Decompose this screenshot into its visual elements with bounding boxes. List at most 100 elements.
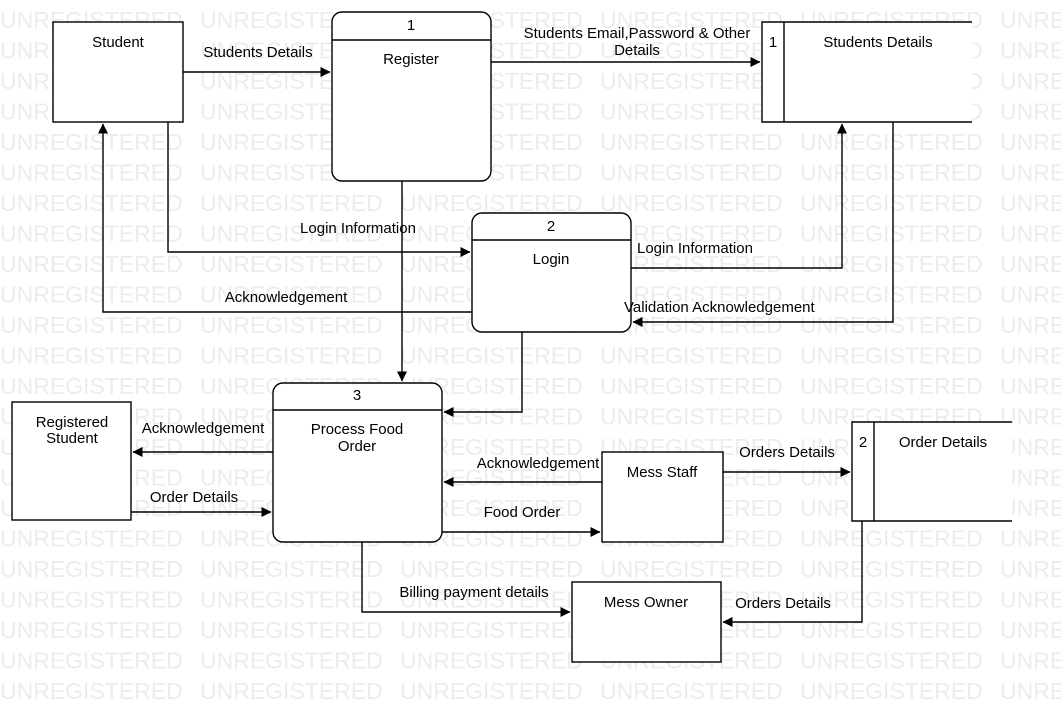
watermark-text: UNREGISTERED xyxy=(200,190,383,216)
watermark-text: UNREGISTERED xyxy=(200,648,383,674)
watermark-text: UNREGISTERED xyxy=(0,129,183,155)
watermark-text: UNREGISTERED xyxy=(400,190,583,216)
watermark-text: UNREGISTERED xyxy=(600,160,783,186)
entity-registered-student[interactable]: Registered Student xyxy=(11,401,132,521)
entity-mess-staff-label: Mess Staff xyxy=(627,464,698,481)
watermark-text: UNREGISTERED xyxy=(800,526,983,552)
watermark-text: UNREGISTERED xyxy=(600,343,783,369)
flow-staff-to-order-store-label: Orders Details xyxy=(739,444,835,461)
watermark-text: UNREGISTERED xyxy=(200,282,383,308)
watermark-text: UNREGISTERED xyxy=(0,648,183,674)
watermark-text: UNREGISTERED xyxy=(800,587,983,613)
watermark-text: UNREGISTERED xyxy=(200,587,383,613)
watermark-text: UNREGISTERED xyxy=(1000,7,1061,33)
watermark-text: UNREGISTERED xyxy=(0,343,183,369)
flow-store-to-login-label: Validation Acknowledgement xyxy=(624,299,816,316)
flow-register-to-store-label-line2: Details xyxy=(614,42,660,59)
watermark-text: UNREGISTERED xyxy=(1000,99,1061,125)
watermark-text: UNREGISTERED xyxy=(600,190,783,216)
datastore-order-details-label: Order Details xyxy=(899,434,987,451)
watermark-text: UNREGISTERED xyxy=(200,221,383,247)
entity-mess-owner[interactable]: Mess Owner xyxy=(571,581,722,663)
flow-process-to-registered-student[interactable]: Acknowledgement xyxy=(132,420,273,457)
datastore-students-details-id: 1 xyxy=(769,34,777,51)
flow-student-to-login-label: Login Information xyxy=(300,220,416,237)
watermark-text: UNREGISTERED xyxy=(1000,373,1061,399)
watermark-text: UNREGISTERED xyxy=(600,678,783,704)
watermark-text: UNREGISTERED xyxy=(800,190,983,216)
watermark-text: UNREGISTERED xyxy=(1000,526,1061,552)
watermark-text: UNREGISTERED xyxy=(200,617,383,643)
watermark-text: UNREGISTERED xyxy=(0,221,183,247)
flow-process-to-registered-label: Acknowledgement xyxy=(142,420,265,437)
watermark-text: UNREGISTERED xyxy=(400,587,583,613)
datastore-order-details[interactable]: 2 Order Details xyxy=(851,421,1012,522)
watermark-text: UNREGISTERED xyxy=(0,282,183,308)
flow-staff-to-process-label: Acknowledgement xyxy=(477,455,600,472)
watermark-text: UNREGISTERED xyxy=(1000,221,1061,247)
watermark-text: UNREGISTERED xyxy=(400,343,583,369)
watermark-text: UNREGISTERED xyxy=(200,556,383,582)
flow-process-to-mess-staff[interactable]: Food Order xyxy=(442,504,601,537)
watermark-text: UNREGISTERED xyxy=(0,160,183,186)
watermark-text: UNREGISTERED xyxy=(1000,587,1061,613)
process-register[interactable]: 1 Register xyxy=(331,11,492,182)
watermark-text: UNREGISTERED xyxy=(400,617,583,643)
watermark-text: UNREGISTERED xyxy=(200,343,383,369)
process-food-order-label-line2: Order xyxy=(338,438,376,455)
watermark-text: UNREGISTERED xyxy=(1000,678,1061,704)
flow-order-store-to-owner-label: Orders Details xyxy=(735,595,831,612)
watermark-text: UNREGISTERED xyxy=(200,678,383,704)
watermark-text: UNREGISTERED xyxy=(1000,343,1061,369)
watermark-text: UNREGISTERED xyxy=(1000,617,1061,643)
watermark-text: UNREGISTERED xyxy=(800,282,983,308)
watermark-text: UNREGISTERED xyxy=(0,617,183,643)
watermark-text: UNREGISTERED xyxy=(1000,312,1061,338)
process-food-order-number: 3 xyxy=(353,387,361,404)
watermark-text: UNREGISTERED xyxy=(600,99,783,125)
watermark-text: UNREGISTERED xyxy=(600,373,783,399)
watermark-text: UNREGISTERED xyxy=(600,68,783,94)
entity-registered-student-label-line2: Student xyxy=(46,430,99,447)
flow-register-to-students-details[interactable]: Students Email,Password & Other Details xyxy=(491,25,761,67)
watermark-text: UNREGISTERED xyxy=(1000,648,1061,674)
watermark-text: UNREGISTERED xyxy=(0,190,183,216)
flow-login-to-process-order[interactable] xyxy=(443,332,523,417)
watermark-text: UNREGISTERED xyxy=(0,587,183,613)
watermark-text: UNREGISTERED xyxy=(1000,282,1061,308)
flow-student-to-login[interactable]: Login Information xyxy=(167,122,471,257)
flow-students-details-to-login[interactable]: Validation Acknowledgement xyxy=(624,122,894,327)
flow-registered-student-to-process[interactable]: Order Details xyxy=(131,489,272,517)
watermark-text: UNREGISTERED xyxy=(1000,38,1061,64)
process-register-label: Register xyxy=(383,51,439,68)
datastore-students-details[interactable]: 1 Students Details xyxy=(761,21,972,123)
process-food-order-label-line1: Process Food xyxy=(311,421,404,438)
watermark-text: UNREGISTERED xyxy=(0,373,183,399)
flow-student-to-register[interactable]: Students Details xyxy=(183,44,331,77)
process-food-order[interactable]: 3 Process Food Order xyxy=(272,382,443,543)
datastore-students-details-label: Students Details xyxy=(823,34,932,51)
flow-process-to-mess-owner[interactable]: Billing payment details xyxy=(361,542,571,617)
watermark-text: UNREGISTERED xyxy=(0,312,183,338)
watermark-text: UNREGISTERED xyxy=(1000,68,1061,94)
flow-login-to-store-label: Login Information xyxy=(637,240,753,257)
watermark-text: UNREGISTERED xyxy=(1000,190,1061,216)
watermark-text: UNREGISTERED xyxy=(600,7,783,33)
entity-mess-staff[interactable]: Mess Staff xyxy=(601,451,724,543)
process-login[interactable]: 2 Login xyxy=(471,212,632,333)
flow-mess-staff-to-order-details[interactable]: Orders Details xyxy=(723,444,851,477)
watermark-text: UNREGISTERED xyxy=(0,526,183,552)
flow-login-to-student[interactable]: Acknowledgement xyxy=(98,123,472,313)
flow-mess-staff-to-process[interactable]: Acknowledgement xyxy=(443,455,602,487)
flow-order-details-to-mess-owner[interactable]: Orders Details xyxy=(722,521,863,627)
flow-student-to-register-label: Students Details xyxy=(203,44,312,61)
watermark-text: UNREGISTERED xyxy=(800,251,983,277)
watermark-text: UNREGISTERED xyxy=(800,678,983,704)
watermark-text: UNREGISTERED xyxy=(400,556,583,582)
flow-process-to-staff-label: Food Order xyxy=(484,504,561,521)
entity-student[interactable]: Student xyxy=(52,21,184,123)
watermark-text: UNREGISTERED xyxy=(1000,129,1061,155)
watermark-text: UNREGISTERED xyxy=(600,129,783,155)
flow-login-to-students-details[interactable]: Login Information xyxy=(631,123,847,269)
